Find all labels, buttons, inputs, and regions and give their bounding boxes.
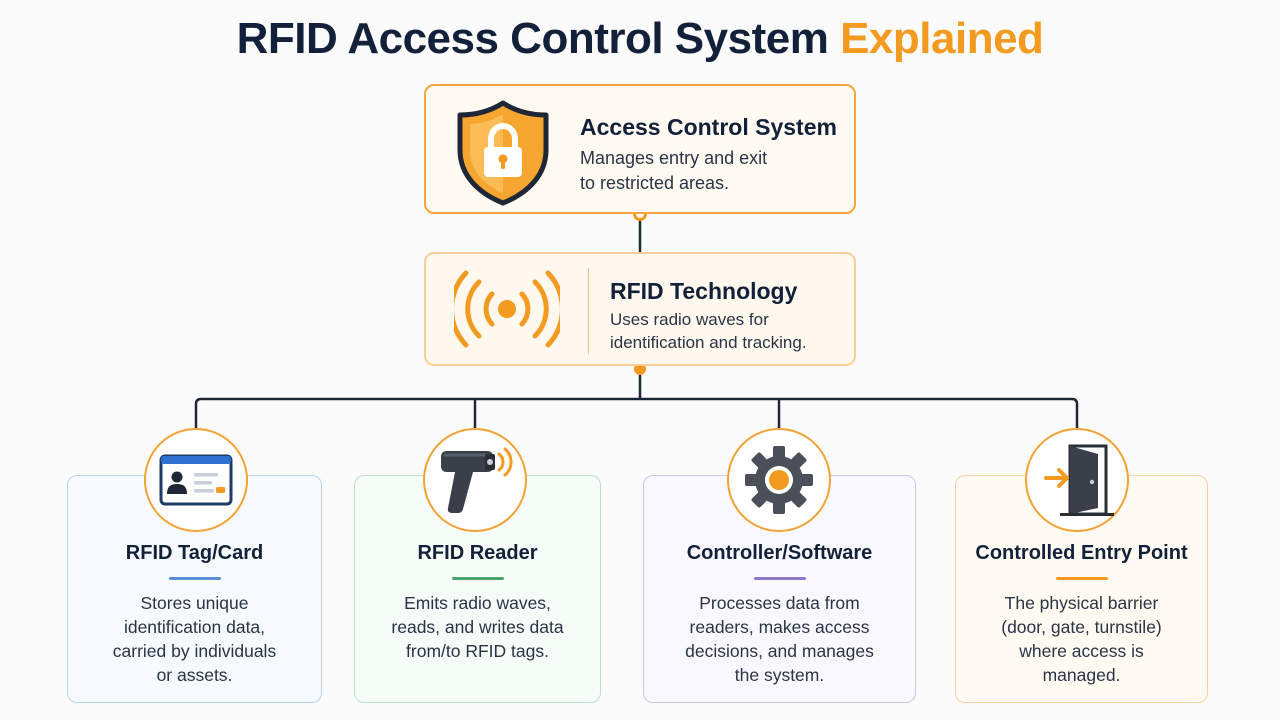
rfid-tag-line-4: or assets. bbox=[156, 665, 233, 685]
scanner-icon bbox=[441, 447, 513, 513]
connector-node-mid bbox=[634, 363, 646, 375]
rfid-technology-line-2: identification and tracking. bbox=[610, 333, 807, 352]
page-title: RFID Access Control System Explained bbox=[0, 14, 1280, 64]
controlled-entry-line-1: The physical barrier bbox=[1004, 593, 1159, 613]
radio-waves-icon bbox=[454, 270, 560, 348]
rfid-reader-line-3: from/to RFID tags. bbox=[406, 641, 549, 661]
rfid-reader-line-1: Emits radio waves, bbox=[404, 593, 551, 613]
controlled-entry-line-3: where access is bbox=[1019, 641, 1144, 661]
rfid-technology-description: Uses radio waves for identification and … bbox=[610, 308, 850, 354]
controlled-entry-line-2: (door, gate, turnstile) bbox=[1001, 617, 1162, 637]
rfid-technology-divider bbox=[588, 268, 589, 354]
connector-bus bbox=[194, 397, 1079, 428]
access-control-description: Manages entry and exit to restricted are… bbox=[580, 146, 840, 196]
access-control-line-1: Manages entry and exit bbox=[580, 148, 768, 168]
rfid-technology-box: RFID Technology Uses radio waves for ide… bbox=[424, 252, 856, 366]
controller-software-line-4: the system. bbox=[734, 665, 825, 685]
controlled-entry-heading: Controlled Entry Point bbox=[975, 542, 1188, 564]
controller-software-description: Processes data from readers, makes acces… bbox=[654, 591, 905, 687]
controller-software-heading: Controller/Software bbox=[686, 542, 873, 564]
rfid-technology-heading: RFID Technology bbox=[610, 278, 798, 304]
door-entry-icon-circle bbox=[1025, 428, 1129, 532]
id-card-icon-circle bbox=[144, 428, 248, 532]
id-card-icon bbox=[159, 454, 233, 506]
rfid-technology-line-1: Uses radio waves for bbox=[610, 310, 769, 329]
rfid-tag-underline bbox=[168, 577, 221, 580]
gear-icon bbox=[745, 446, 813, 514]
controlled-entry-underline bbox=[1055, 577, 1108, 580]
rfid-reader-heading: RFID Reader bbox=[417, 542, 538, 564]
controller-software-line-3: decisions, and manages bbox=[685, 641, 874, 661]
access-control-line-2: to restricted areas. bbox=[580, 173, 730, 193]
rfid-tag-description: Stores unique identification data, carri… bbox=[78, 591, 311, 687]
title-main: RFID Access Control System bbox=[236, 14, 829, 63]
title-accent: Explained bbox=[840, 14, 1044, 63]
access-control-heading: Access Control System bbox=[580, 114, 837, 140]
controller-software-line-2: readers, makes access bbox=[689, 617, 870, 637]
rfid-tag-line-1: Stores unique bbox=[140, 593, 249, 613]
rfid-reader-underline bbox=[451, 577, 504, 580]
rfid-reader-line-2: reads, and writes data bbox=[391, 617, 564, 637]
controller-software-underline bbox=[753, 577, 806, 580]
scanner-icon-circle bbox=[423, 428, 527, 532]
rfid-tag-line-3: carried by individuals bbox=[112, 641, 277, 661]
gear-icon-circle bbox=[727, 428, 831, 532]
controlled-entry-line-4: managed. bbox=[1042, 665, 1121, 685]
rfid-tag-line-2: identification data, bbox=[123, 617, 266, 637]
rfid-tag-heading: RFID Tag/Card bbox=[125, 542, 264, 564]
rfid-reader-description: Emits radio waves, reads, and writes dat… bbox=[365, 591, 590, 663]
door-entry-icon bbox=[1044, 444, 1114, 516]
shield-lock-icon bbox=[457, 100, 549, 206]
rfid-tag-card: RFID Tag/Card Stores unique identificati… bbox=[67, 475, 322, 703]
controller-software-line-1: Processes data from bbox=[699, 593, 860, 613]
controlled-entry-description: The physical barrier (door, gate, turnst… bbox=[966, 591, 1197, 687]
